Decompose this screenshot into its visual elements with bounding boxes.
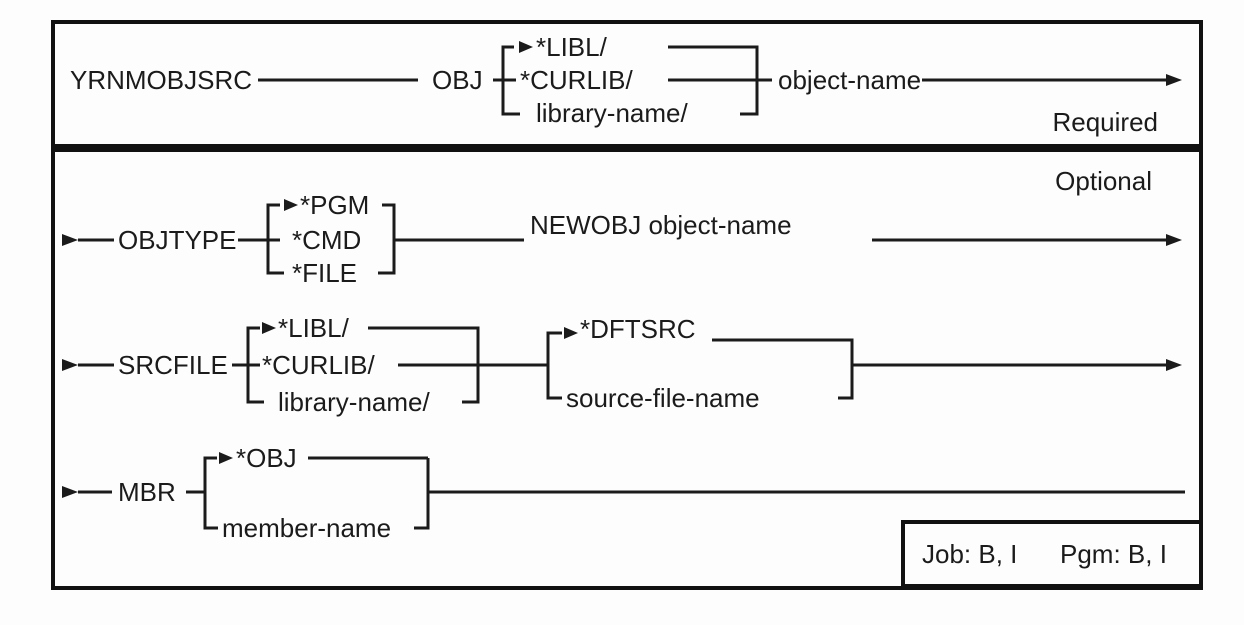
required-section-box — [51, 20, 1203, 148]
choice-bracket — [266, 203, 284, 275]
srcfile-option-libl: *LIBL/ — [278, 313, 350, 343]
default-arrow-icon — [564, 327, 578, 339]
choice-bracket — [546, 331, 562, 400]
objtype-option-cmd: *CMD — [292, 225, 361, 255]
mbr-option-member-name: member-name — [222, 513, 391, 543]
environment-box — [901, 520, 1203, 588]
default-arrow-icon — [284, 199, 298, 211]
obj-option-libl: *LIBL/ — [536, 32, 608, 62]
srcfile-option-library-name: library-name/ — [278, 387, 430, 417]
default-arrow-icon — [262, 322, 276, 334]
command-name: YRNMOBJSRC — [70, 65, 252, 95]
choice-bracket — [493, 45, 520, 116]
optional-section-box — [51, 148, 1203, 590]
objtype-param-label: OBJTYPE — [118, 225, 236, 255]
choice-bracket — [203, 456, 218, 530]
default-arrow-icon — [519, 41, 533, 53]
choice-bracket — [246, 326, 264, 404]
srcfile-option-source-file-name: source-file-name — [566, 383, 760, 413]
mbr-param-label: MBR — [118, 477, 176, 507]
continuation-arrow-icon — [1166, 359, 1182, 371]
obj-option-curlib: *CURLIB/ — [520, 65, 633, 95]
srcfile-option-curlib: *CURLIB/ — [262, 350, 375, 380]
default-arrow-icon — [219, 452, 233, 464]
obj-param-label: OBJ — [432, 65, 483, 95]
row-entry-arrow-icon — [62, 234, 78, 246]
optional-label: Optional — [1055, 166, 1152, 196]
obj-option-library-name: library-name/ — [536, 98, 688, 128]
required-label: Required — [1052, 107, 1158, 137]
row-entry-arrow-icon — [62, 359, 78, 371]
continuation-arrow-icon — [1166, 234, 1182, 246]
obj-value: object-name — [778, 65, 921, 95]
objtype-option-file: *FILE — [292, 258, 357, 288]
continuation-arrow-icon — [1166, 74, 1182, 86]
newobj-param-text: NEWOBJ object-name — [530, 210, 792, 240]
choice-bracket — [712, 338, 870, 400]
srcfile-param-label: SRCFILE — [118, 350, 228, 380]
environment-job-text: Job: B, I — [922, 539, 1017, 569]
objtype-option-pgm: *PGM — [300, 190, 369, 220]
mbr-option-obj: *OBJ — [236, 443, 297, 473]
srcfile-option-dftsrc: *DFTSRC — [580, 314, 696, 344]
row-entry-arrow-icon — [62, 486, 78, 498]
choice-bracket — [462, 326, 548, 404]
environment-pgm-text: Pgm: B, I — [1060, 539, 1167, 569]
choice-bracket — [414, 458, 430, 530]
choice-bracket — [740, 45, 772, 116]
